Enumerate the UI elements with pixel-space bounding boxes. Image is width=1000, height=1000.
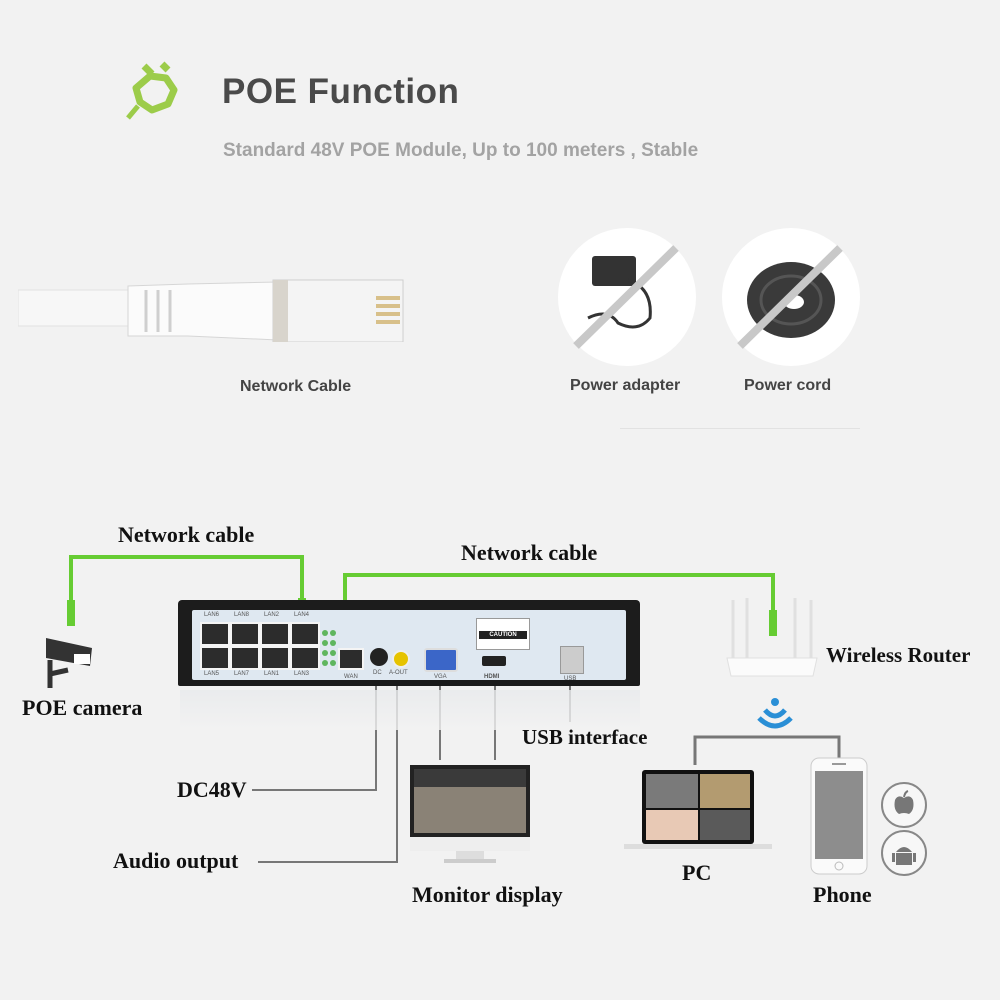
audio-line [258, 686, 398, 863]
lan-port [200, 622, 230, 646]
audio-port [392, 650, 410, 668]
lan-label: LAN8 [234, 612, 250, 618]
power-adapter-icon [558, 228, 696, 366]
wan-label: WAN [344, 674, 358, 680]
dc-port [370, 648, 388, 666]
usb-interface-label: USB interface [522, 725, 648, 749]
lan-port [260, 622, 290, 646]
usb-label: USB [564, 676, 577, 682]
vga-label: VGA [434, 674, 447, 680]
status-led [322, 660, 328, 666]
nvr-reflection [180, 690, 640, 730]
status-led [330, 640, 336, 646]
divider [620, 428, 860, 429]
apple-icon [881, 782, 927, 828]
lan-label: LAN3 [294, 671, 310, 677]
network-cable-caption: Network Cable [240, 378, 352, 395]
lan-port [200, 646, 230, 670]
hdmi-label: HDMI [484, 674, 500, 680]
pc-laptop-icon [624, 768, 772, 850]
lan-port [230, 622, 260, 646]
lan-label: LAN5 [204, 671, 220, 677]
page-subtitle: Standard 48V POE Module, Up to 100 meter… [223, 140, 699, 161]
android-icon [881, 830, 927, 876]
page-title: POE Function [222, 72, 460, 111]
dc48v-label: DC48V [177, 777, 247, 802]
status-led [330, 660, 336, 666]
status-led [322, 640, 328, 646]
lan-label: LAN6 [204, 612, 220, 618]
wifi-split-line [693, 735, 841, 765]
lan-port [260, 646, 290, 670]
monitor-display-label: Monitor display [412, 882, 563, 907]
lan-label: LAN1 [264, 671, 280, 677]
lan-port [290, 622, 320, 646]
phone-icon [810, 757, 868, 875]
poe-camera-label: POE camera [22, 695, 143, 720]
audio-label: A-OUT [389, 670, 408, 676]
caution-sticker: CAUTION [476, 618, 530, 650]
phone-label: Phone [813, 882, 872, 907]
rj45-plug-camera [67, 600, 75, 626]
hdmi-port [482, 656, 506, 666]
network-cable-line-router [343, 573, 775, 615]
status-led [322, 650, 328, 656]
network-cable-label-2: Network cable [461, 540, 598, 565]
wifi-icon [755, 688, 795, 730]
status-led [330, 650, 336, 656]
poe-camera-icon [40, 630, 100, 690]
lan-port [230, 646, 260, 670]
lan-label: LAN7 [234, 671, 250, 677]
power-adapter-caption: Power adapter [570, 377, 681, 394]
status-led [330, 630, 336, 636]
monitor-icon [408, 763, 532, 868]
plug-icon [122, 58, 192, 128]
audio-output-label: Audio output [113, 848, 239, 873]
power-cord-caption: Power cord [744, 377, 832, 394]
wireless-router-icon [725, 590, 820, 680]
lan-port [290, 646, 320, 670]
rj45-plug-router [769, 610, 777, 636]
lan-label: LAN2 [264, 612, 280, 618]
usb-port [560, 646, 584, 674]
lan-label: LAN4 [294, 612, 310, 618]
vga-port [424, 648, 458, 672]
dc-label: DC [373, 670, 382, 676]
network-cable-label-1: Network cable [118, 522, 255, 547]
wan-port [338, 648, 364, 670]
power-cord-icon [722, 228, 860, 366]
nvr-rear-panel: LAN6 LAN8 LAN2 LAN4 LAN5 LAN7 LAN1 LAN3 … [178, 600, 640, 686]
network-cable-image [18, 262, 418, 342]
pc-label: PC [682, 860, 712, 885]
wireless-router-label: Wireless Router [826, 643, 971, 667]
status-led [322, 630, 328, 636]
network-cable-line-camera [69, 555, 304, 600]
